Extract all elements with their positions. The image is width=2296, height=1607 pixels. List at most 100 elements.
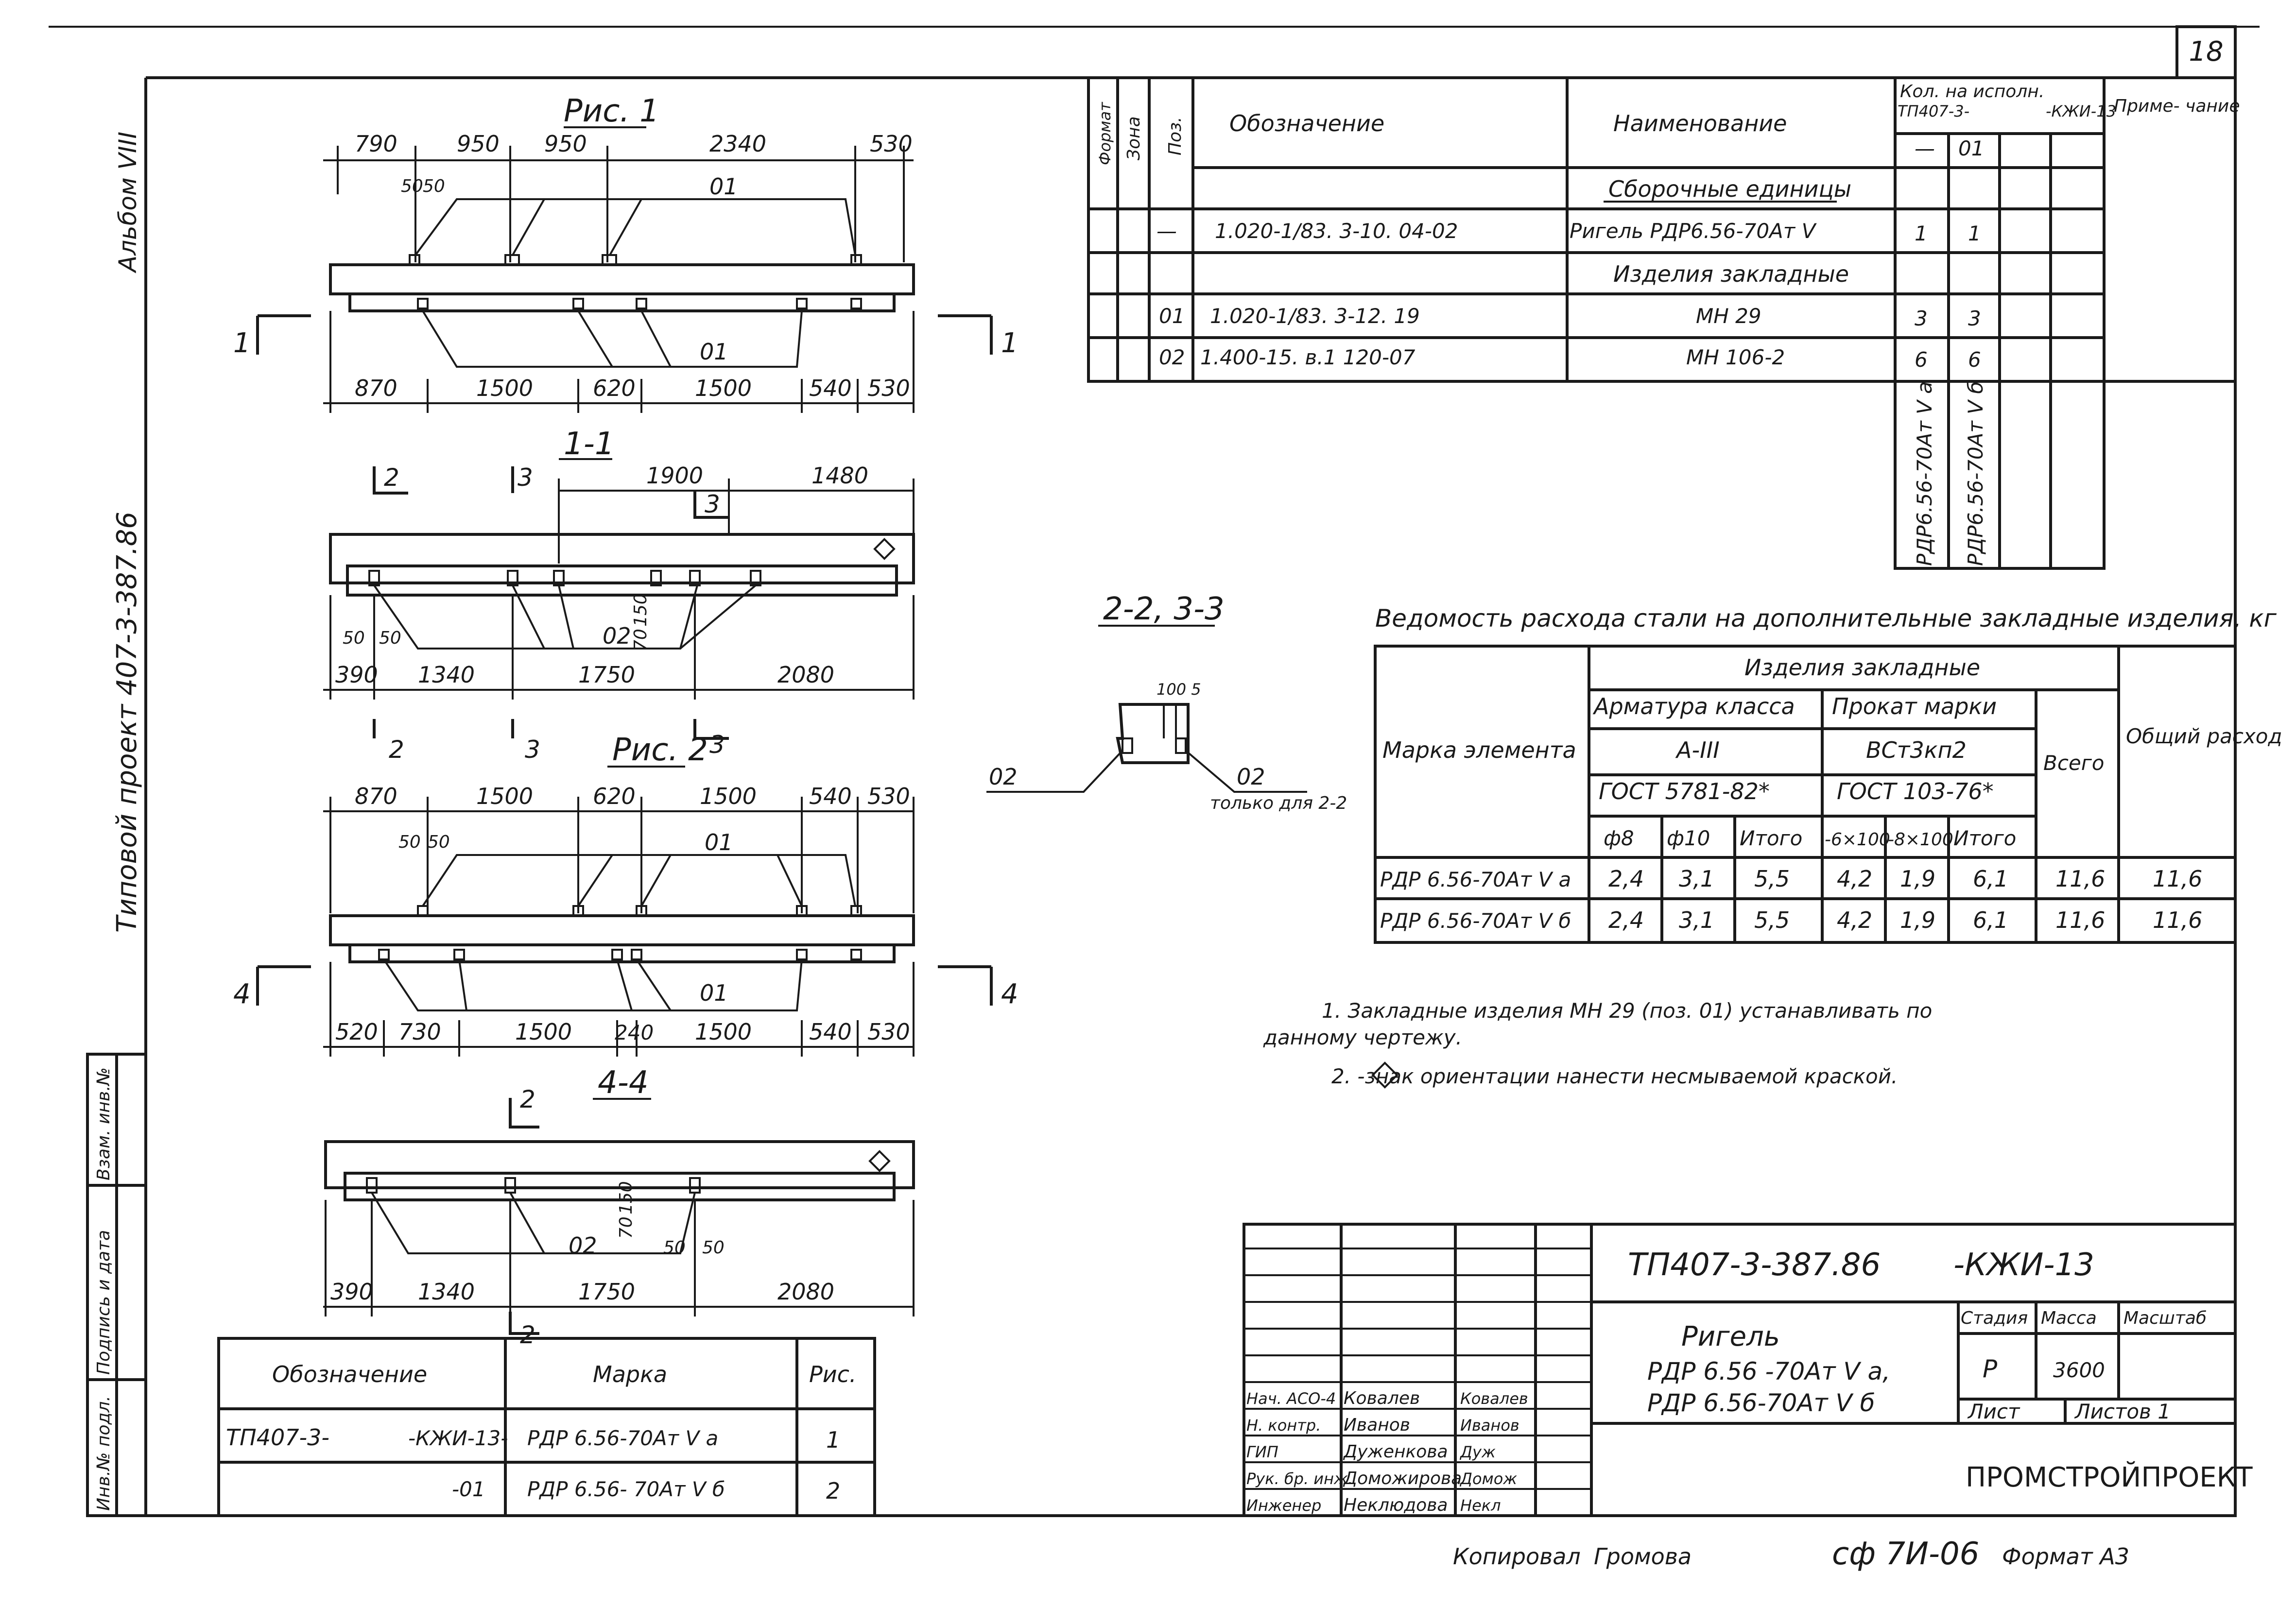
section-1-1: 1-1 1900 1480 150 70 02 50 50 390 134 xyxy=(323,426,915,764)
fig1-bdim-2: 620 xyxy=(593,375,636,401)
s11-pos: 02 xyxy=(603,623,631,649)
tb-lists-h: Листов 1 xyxy=(2074,1400,2171,1423)
fig2-cut-left: 4 xyxy=(233,978,251,1010)
tb-code2: -КЖИ-13 xyxy=(1953,1247,2094,1283)
steel-h-prok-cls: ВСт3кп2 xyxy=(1866,737,1967,763)
spec-row3-k2: 3 xyxy=(1968,307,1981,330)
steel-sub-5: Итого xyxy=(1953,826,2016,850)
tb-p2-sign: Дуж xyxy=(1459,1443,1496,1461)
steel-sub-1: ф10 xyxy=(1667,826,1710,850)
fig1-dim-3: 2340 xyxy=(709,131,766,157)
s11-cut-0: 2 xyxy=(384,463,399,492)
steel-h-prok-gost: ГОСТ 103-76* xyxy=(1837,778,1994,804)
side-stamp: Инв.№ подл. Подпись и дата Взам. инв.№ xyxy=(86,1053,147,1517)
spec-row1-oboz: 1.020-1/83. 3-10. 04-02 xyxy=(1215,219,1458,243)
spec-kol-col-1: 01 xyxy=(1958,137,1984,160)
fig2-bdim-3: 240 xyxy=(615,1021,654,1044)
steel-h-prok: Прокат марки xyxy=(1832,693,1997,719)
s22-title: 2-2, 3-3 xyxy=(1103,591,1225,627)
s44-cut-bottom: 2 xyxy=(520,1321,535,1349)
steel-row0-v6: 11,6 xyxy=(2055,866,2105,892)
footer-copier: Громова xyxy=(1594,1543,1692,1570)
s11-small-1: 50 xyxy=(379,628,401,648)
s11-cut-5: 3 xyxy=(709,731,725,759)
tb-p2-name: Дуженкова xyxy=(1343,1442,1448,1462)
section-4-4: 4-4 2 150 70 02 50 50 390 1340 1750 2080… xyxy=(323,1065,915,1349)
fig1-small-1: 50 xyxy=(423,176,445,196)
note-1: 1. Закладные изделия МН 29 (поз. 01) уст… xyxy=(1322,999,1932,1023)
spec-row3-pos: 01 xyxy=(1159,304,1185,328)
steel-table: Ведомость расхода стали на дополнительны… xyxy=(1374,604,2282,944)
fig2-dim-0: 870 xyxy=(355,783,397,809)
footer: Копировал Громова сф 7И-06 Формат А3 xyxy=(1453,1536,2129,1572)
s22-right-pos: 02 xyxy=(1237,764,1265,790)
spec-table: Формат Зона Поз. Обозначение Наименовани… xyxy=(1087,76,2240,570)
fig1-dim-1: 950 xyxy=(457,131,500,157)
table-row: ТП407-3- -КЖИ-13- РДР 6.56-70Ат V а 1 xyxy=(226,1424,840,1453)
note-2: 2. -знак ориентации нанести несмываемой … xyxy=(1331,1064,1898,1088)
steel-row0-v1: 3,1 xyxy=(1679,866,1714,892)
tb-p4-sign: Некл xyxy=(1460,1496,1501,1515)
steel-row1-v3: 4,2 xyxy=(1837,907,1872,933)
fig2-bdim-2: 1500 xyxy=(515,1019,572,1045)
marks-r0-oboz2: -КЖИ-13- xyxy=(408,1426,508,1450)
spec-h-kol: Кол. на исполн. xyxy=(1900,82,2044,102)
spec-h-oboz: Обозначение xyxy=(1229,110,1384,137)
person-row: ГИП Дуженкова Дуж xyxy=(1246,1442,1496,1462)
tb-p1-name: Иванов xyxy=(1344,1415,1410,1435)
tb-list-h: Лист xyxy=(1967,1400,2020,1423)
s44-bdim-2: 1750 xyxy=(578,1279,635,1305)
spec-h-pos: Поз. xyxy=(1165,117,1185,155)
tb-org: ПРОМСТРОЙПРОЕКТ xyxy=(1966,1461,2253,1493)
steel-h-arm-cls: А-III xyxy=(1675,737,1720,763)
steel-row0-v0: 2,4 xyxy=(1608,866,1644,892)
table-row: -01 РДР 6.56- 70Ат V б 2 xyxy=(452,1477,840,1504)
s11-title: 1-1 xyxy=(564,426,615,462)
title-block: ТП407-3-387.86 -КЖИ-13 Ригель РДР 6.56 -… xyxy=(1243,1223,2253,1517)
fig2-pos-top: 01 xyxy=(705,829,733,855)
fig1-bdim-0: 870 xyxy=(355,375,397,401)
s44-bdim-1: 1340 xyxy=(418,1279,475,1305)
steel-row1-mark: РДР 6.56-70Ат V б xyxy=(1380,909,1571,933)
orientation-sign-icon xyxy=(1371,1061,1398,1089)
spec-kol-col-0: — xyxy=(1915,137,1935,160)
s44-small-0: 50 xyxy=(663,1238,686,1258)
marks-r0-fig: 1 xyxy=(826,1427,840,1453)
fig2-small-0: 50 xyxy=(398,832,421,852)
spec-row1-k1: 1 xyxy=(1915,222,1928,245)
steel-row: РДР 6.56-70Ат V б 2,4 3,1 5,5 4,2 1,9 6,… xyxy=(1380,907,2202,933)
fig1-dim-0: 790 xyxy=(355,131,397,157)
steel-sub-2: Итого xyxy=(1740,826,1802,850)
project-vertical: Типовой проект 407-3-387.86 xyxy=(111,512,143,933)
fig2-bdim-6: 530 xyxy=(867,1019,910,1045)
marks-r1-oboz2: -01 xyxy=(452,1477,485,1501)
steel-row0-v4: 1,9 xyxy=(1900,866,1935,892)
marks-h-oboz: Обозначение xyxy=(272,1361,427,1387)
spec-vmark-1: РДР6.56-70Ат V б xyxy=(1964,381,1987,566)
spec-row1-pos: — xyxy=(1157,219,1177,243)
spec-row4-name: МН 106-2 xyxy=(1686,345,1785,369)
s44-vdim-1: 70 xyxy=(616,1216,636,1239)
fig1-bdim-5: 530 xyxy=(867,375,910,401)
s11-bdim-2: 1750 xyxy=(578,662,635,688)
spec-row4-k2: 6 xyxy=(1968,348,1981,372)
marks-r0-mark: РДР 6.56-70Ат V а xyxy=(527,1426,718,1450)
marks-h-fig: Рис. xyxy=(809,1361,857,1387)
s44-bdim-3: 2080 xyxy=(777,1279,834,1305)
tb-p3-name: Доможирова xyxy=(1343,1469,1462,1488)
tb-stage-h: Стадия xyxy=(1961,1308,2028,1328)
fig2-dim-4: 540 xyxy=(809,783,852,809)
tb-mass: 3600 xyxy=(2053,1358,2105,1382)
s11-bdim-0: 390 xyxy=(335,662,378,688)
steel-h-total: Всего xyxy=(2043,751,2105,775)
s11-dim-1: 1480 xyxy=(811,462,868,489)
tb-p2-role: ГИП xyxy=(1246,1443,1278,1461)
tb-p0-sign: Ковалев xyxy=(1460,1389,1528,1408)
steel-h-items: Изделия закладные xyxy=(1744,654,1980,681)
s44-bdim-0: 390 xyxy=(330,1279,373,1305)
marks-h-mark: Марка xyxy=(593,1361,667,1387)
fig1-pos-top: 01 xyxy=(709,173,738,200)
figure-2: Рис. 2 870 1500 620 1500 540 530 50 50 xyxy=(233,732,1019,1057)
steel-row0-v7: 11,6 xyxy=(2153,866,2202,892)
footer-format: Формат А3 xyxy=(2002,1543,2129,1570)
